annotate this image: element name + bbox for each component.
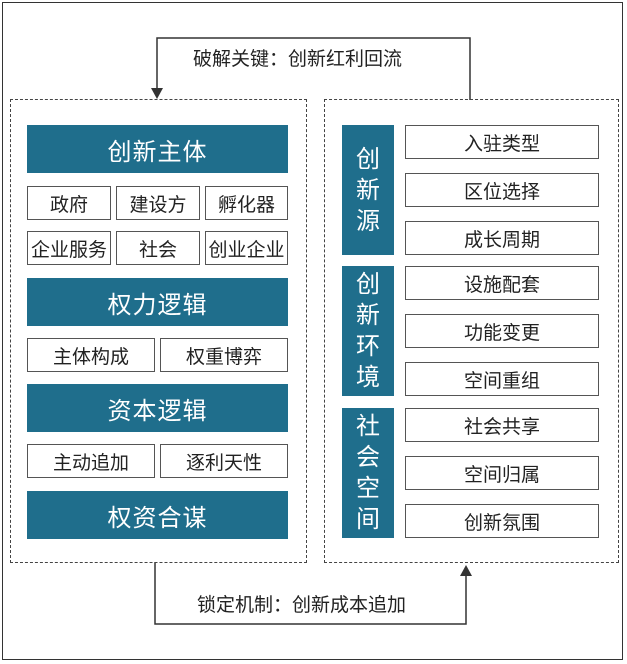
bottom-lock-arrowhead [460, 565, 472, 576]
box-facilities: 设施配套 [405, 266, 599, 300]
header-innovation-subject: 创新主体 [27, 125, 288, 173]
box-social-sharing: 社会共享 [405, 408, 599, 442]
box-location-choice: 区位选择 [405, 173, 599, 207]
box-profit-nature: 逐利天性 [160, 444, 288, 478]
header-capital-logic: 资本逻辑 [27, 384, 288, 432]
box-innovation-atmosphere: 创新氛围 [405, 504, 599, 538]
header-power-logic: 权力逻辑 [27, 278, 288, 326]
vertical-header-text: 创新环境 [356, 270, 380, 391]
vertical-header-text: 创新源 [356, 144, 380, 235]
box-weight-game: 权重博弈 [160, 338, 288, 372]
box-entry-type: 入驻类型 [405, 125, 599, 159]
vertical-header-text: 社会空间 [356, 412, 380, 533]
vertical-header-social-space: 社会空间 [342, 408, 394, 538]
box-subject-composition: 主体构成 [27, 338, 155, 372]
box-builder: 建设方 [116, 186, 200, 220]
vertical-header-innovation-source: 创新源 [342, 125, 394, 255]
header-collusion: 权资合谋 [27, 491, 288, 539]
right-panel [324, 99, 619, 563]
box-incubator: 孵化器 [205, 186, 288, 220]
bottom-lock-arrow-line [154, 562, 467, 625]
box-startup: 创业企业 [205, 231, 288, 265]
box-space-reorganization: 空间重组 [405, 362, 599, 396]
top-feedback-arrowhead [151, 88, 163, 99]
box-society: 社会 [116, 231, 200, 265]
box-active-addition: 主动追加 [27, 444, 155, 478]
vertical-header-innovation-environment: 创新环境 [342, 266, 394, 396]
left-panel [10, 99, 307, 563]
bottom-label: 锁定机制：创新成本追加 [197, 590, 407, 617]
box-government: 政府 [27, 186, 111, 220]
box-space-ownership: 空间归属 [405, 456, 599, 490]
box-growth-cycle: 成长周期 [405, 221, 599, 255]
box-enterprise-service: 企业服务 [27, 231, 111, 265]
top-label: 破解关键：创新红利回流 [193, 44, 403, 71]
top-feedback-arrow-line [156, 37, 471, 100]
box-function-change: 功能变更 [405, 314, 599, 348]
